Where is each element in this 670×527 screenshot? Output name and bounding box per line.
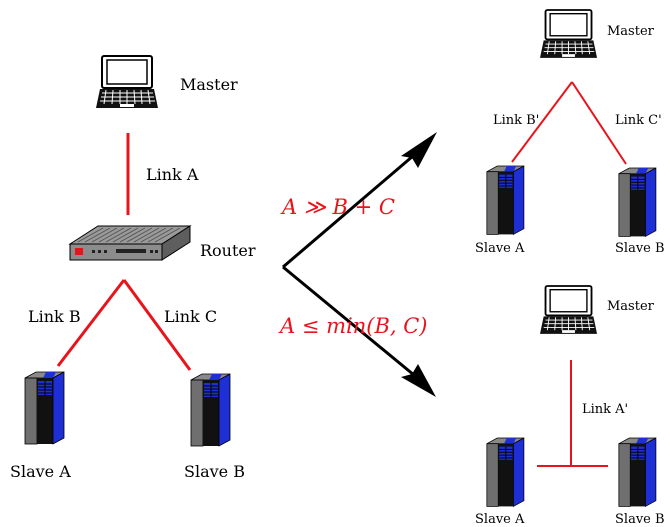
master-laptop-icon (539, 285, 598, 335)
link-b-line (56, 279, 126, 367)
slave-b-label: Slave B (615, 512, 665, 527)
branch-arrows (282, 132, 437, 397)
left-network: Master Link A Router Link B Link C Slave… (10, 55, 256, 481)
master-laptop-icon (539, 9, 598, 59)
slave-b-label: Slave B (184, 462, 245, 481)
link-c-prime-label: Link C' (615, 113, 662, 128)
lower-arrowhead (401, 364, 436, 397)
upper-arrow-line (282, 148, 421, 269)
slave-b-server-icon (618, 437, 657, 507)
condition-upper: A ≫ B + C (280, 195, 395, 219)
slave-b-server-icon (190, 373, 231, 447)
slave-a-server-icon (486, 437, 525, 507)
top-right-network: Master Link B' Link C' Slave A Slave B (475, 9, 665, 256)
link-b-prime-label: Link B' (493, 113, 539, 128)
bottom-right-network: Master Link A' Slave A Slave B (475, 285, 665, 527)
slave-a-label: Slave A (10, 462, 71, 481)
link-c-label: Link C (164, 307, 217, 326)
link-c-line (122, 279, 192, 371)
router-label: Router (200, 241, 256, 260)
master-label: Master (607, 299, 655, 314)
slave-a-server-icon (24, 371, 65, 445)
condition-lower: A ≤ min(B, C) (278, 314, 428, 338)
slave-a-label: Slave A (475, 512, 525, 527)
link-b-label: Link B (28, 307, 81, 326)
link-b-prime-line (511, 81, 573, 163)
master-label: Master (607, 24, 655, 39)
master-label: Master (180, 75, 238, 94)
link-a-label: Link A (146, 165, 199, 184)
slave-b-label: Slave B (615, 241, 665, 256)
link-a-prime-label: Link A' (582, 402, 628, 417)
lower-arrow-line (282, 265, 421, 382)
router-icon (69, 225, 191, 261)
slave-a-label: Slave A (475, 241, 525, 256)
master-laptop-icon (95, 55, 159, 109)
slave-b-server-icon (618, 167, 657, 237)
slave-a-server-icon (486, 165, 525, 235)
link-c-prime-line (571, 81, 627, 165)
upper-arrowhead (401, 132, 437, 168)
